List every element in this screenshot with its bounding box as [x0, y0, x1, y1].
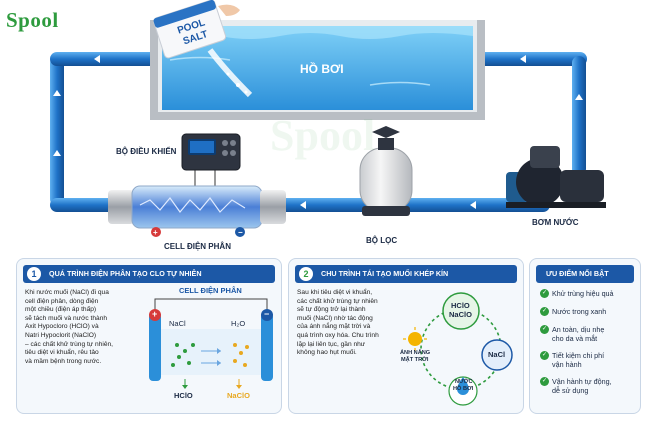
brand-logo-text: Spool	[6, 8, 59, 32]
arrow-left-icon	[470, 201, 476, 209]
flow-arrows	[53, 55, 583, 209]
water-label-1: NƯỚC	[455, 379, 473, 385]
water-label-2: HỒ BƠI	[453, 386, 474, 392]
svg-text:−: −	[238, 228, 243, 237]
panel-electrolysis-text: Khi nước muối (NaCl) đi qua cell điện ph…	[25, 289, 114, 365]
node-top-label-2: NaClO	[449, 310, 472, 319]
panel-electrolysis: 1 QUÁ TRÌNH ĐIỆN PHÂN TẠO CLO TỰ NHIÊN K…	[16, 258, 282, 414]
check-icon: ✓	[540, 351, 549, 360]
panel-title-text: QUÁ TRÌNH ĐIỆN PHÂN TẠO CLO TỰ NHIÊN	[49, 269, 202, 278]
salt-bag	[153, 0, 227, 59]
panel-number: 2	[299, 267, 313, 281]
node-right-label: NaCl	[488, 350, 506, 359]
advantage-item: ✓ Vận hành tự động, dễ sử dụng	[540, 377, 612, 395]
check-icon: ✓	[540, 289, 549, 298]
panel-salt-cycle-text: Sau khi tiêu diệt vi khuẩn, các chất khử…	[297, 289, 379, 357]
arrow-up-icon	[53, 150, 61, 156]
panel-title-text: CHU TRÌNH TÁI TẠO MUỐI KHÉP KÍN	[321, 269, 449, 278]
nacl-label: NaCl	[169, 319, 186, 328]
advantage-item: ✓ An toàn, dịu nhẹ cho da và mắt	[540, 325, 605, 343]
arrow-left-icon	[300, 201, 306, 209]
advantage-item: ✓ Nước trong xanh	[540, 307, 607, 316]
salt-stream	[207, 48, 253, 98]
sun-label-2: MẶT TRỜI	[401, 357, 429, 363]
check-icon: ✓	[540, 325, 549, 334]
pool-label: HỒ BƠI	[300, 61, 344, 76]
check-icon: ✓	[540, 307, 549, 316]
advantage-item: ✓ Khử trùng hiệu quả	[540, 289, 614, 298]
schematic: POOL SALT HỒ BƠI	[50, 0, 606, 237]
cell-title: CELL ĐIỆN PHÂN	[179, 286, 242, 295]
svg-text:+: +	[153, 228, 158, 237]
hand-icon	[218, 4, 240, 17]
hclo-label: HClO	[174, 391, 193, 400]
h2o-label: H₂O	[231, 319, 246, 328]
brand-logo: Spool	[6, 8, 86, 38]
panel-advantages: ƯU ĐIỂM NỔI BẬT ✓ Khử trùng hiệu quả ✓ N…	[529, 258, 641, 414]
minus-sign: −	[264, 309, 270, 319]
plus-sign: +	[152, 309, 158, 319]
controller	[181, 133, 241, 190]
panel-advantages-title: ƯU ĐIỂM NỔI BẬT	[536, 265, 634, 283]
check-icon: ✓	[540, 377, 549, 386]
panel-salt-cycle: 2 CHU TRÌNH TÁI TẠO MUỐI KHÉP KÍN Sau kh…	[288, 258, 524, 414]
panel-salt-cycle-title: 2 CHU TRÌNH TÁI TẠO MUỐI KHÉP KÍN	[295, 265, 517, 283]
sun-label-1: ÁNH NẮNG	[400, 350, 431, 356]
pump	[506, 146, 606, 208]
nacl-node	[481, 339, 513, 371]
hclo-node	[442, 292, 480, 330]
arrow-up-icon	[53, 90, 61, 96]
pump-label: BƠM NƯỚC	[532, 218, 579, 227]
advantage-item: ✓ Tiết kiệm chi phí vận hành	[540, 351, 605, 369]
electrolysis-illustration	[149, 298, 273, 389]
sun-icon	[408, 332, 422, 346]
naclo-label: NaClO	[227, 391, 250, 400]
sand-filter	[359, 126, 413, 216]
node-top-label-1: HClO	[451, 301, 470, 310]
panel-electrolysis-title: 1 QUÁ TRÌNH ĐIỆN PHÂN TẠO CLO TỰ NHIÊN	[23, 265, 275, 283]
arrow-down-icon	[575, 94, 583, 100]
filter-label: BỘ LỌC	[366, 236, 398, 245]
watermark-text: Spool	[270, 111, 375, 160]
electrolytic-cell: + −	[108, 185, 286, 237]
arrow-right-icon	[520, 55, 526, 63]
cycle-diagram	[403, 292, 513, 406]
water-drop-icon	[457, 377, 469, 395]
panel-number: 1	[27, 267, 41, 281]
cell-label: CELL ĐIỆN PHÂN	[164, 242, 231, 251]
controller-label: BỘ ĐIỀU KHIỂN	[116, 147, 177, 156]
arrow-right-icon	[94, 55, 100, 63]
